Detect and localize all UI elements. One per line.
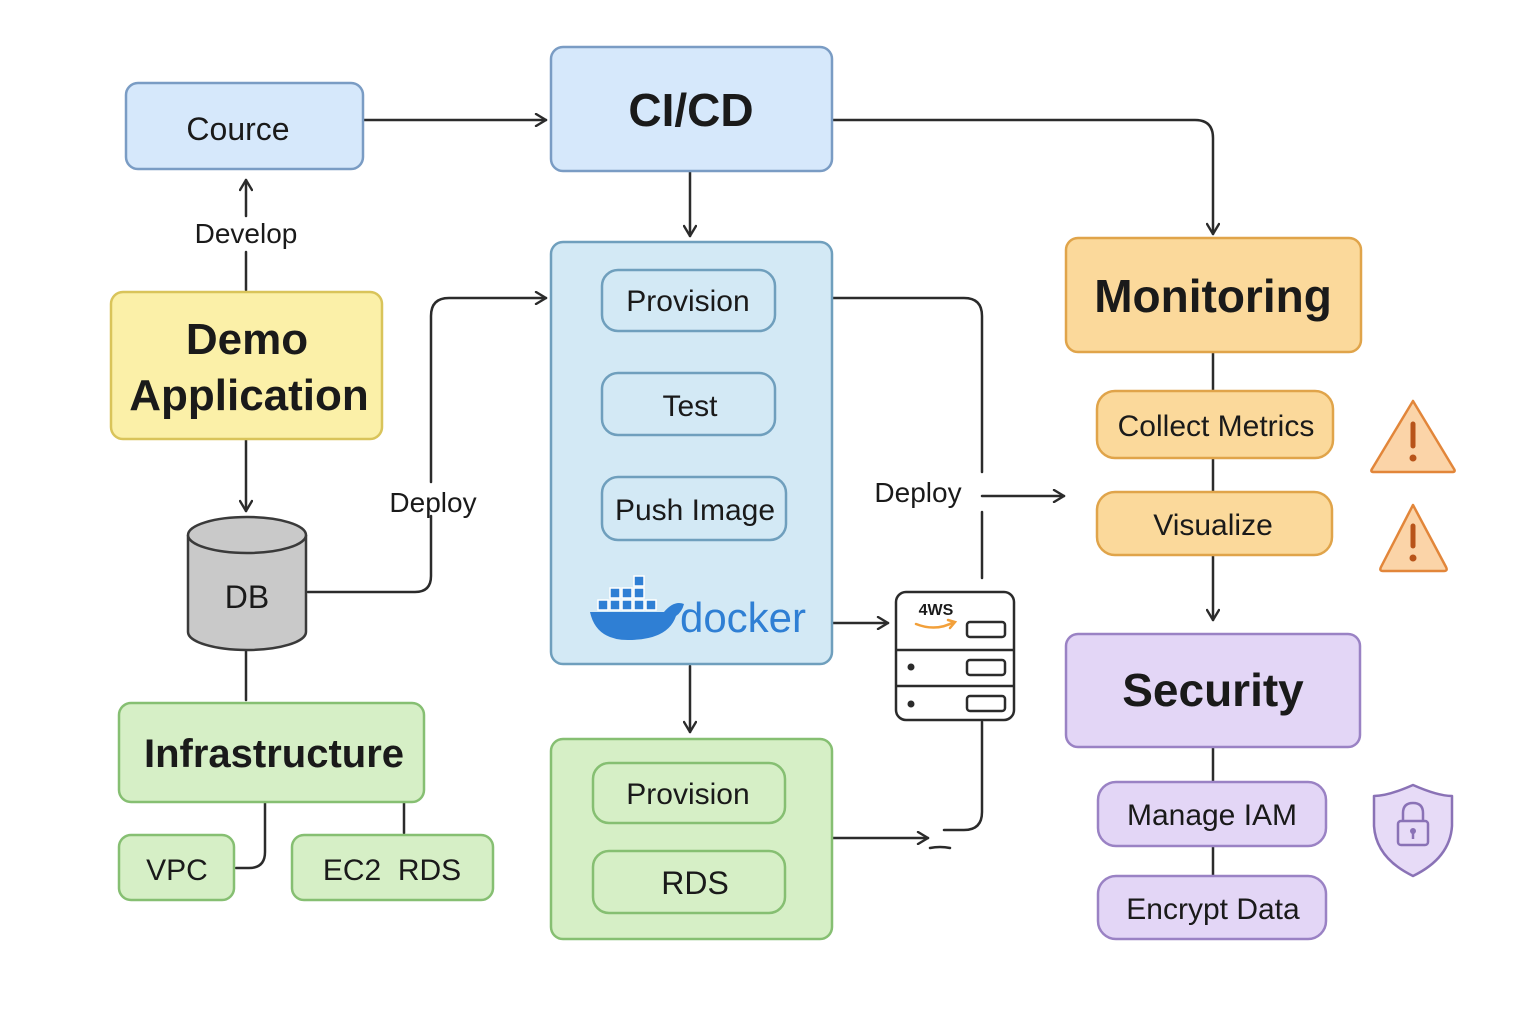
pipeline-group — [549, 240, 834, 666]
security-node[interactable]: Security — [1064, 632, 1362, 749]
visualize-node[interactable]: Visualize — [1095, 490, 1334, 557]
aws-server-icon[interactable]: 4WS — [894, 590, 1016, 722]
pipeline-push-image-step[interactable]: Push Image — [600, 475, 788, 542]
db-rds-label: RDS — [661, 865, 729, 901]
demo-application-label-line2: Application — [129, 371, 369, 420]
manage-iam-node[interactable]: Manage IAM — [1096, 780, 1328, 848]
db-label: DB — [225, 579, 269, 615]
cource-node[interactable]: Cource — [124, 81, 365, 171]
docker-whale-body — [590, 603, 684, 640]
db-provision-label: Provision — [626, 778, 749, 811]
vpc-node[interactable]: VPC — [117, 833, 236, 902]
cicd-node[interactable]: CI/CD — [549, 45, 834, 173]
infrastructure-label: Infrastructure — [144, 732, 404, 776]
cicd-label: CI/CD — [628, 84, 753, 136]
db-cylinder-body — [186, 535, 308, 652]
ec2-rds-label: EC2 RDS — [323, 854, 461, 887]
edge-cicd-to-monitoring — [831, 118, 1213, 236]
edge-rds-hop — [928, 845, 952, 850]
monitoring-label: Monitoring — [1094, 270, 1332, 322]
db-rds-step[interactable]: RDS — [591, 849, 787, 915]
ec2-rds-node[interactable]: EC2 RDS — [290, 833, 495, 902]
db-provision-step[interactable]: Provision — [591, 761, 787, 825]
deploy-right-edge-label: Deploy — [874, 477, 961, 508]
aws-label: 4WS — [919, 602, 954, 619]
collect-metrics-node[interactable]: Collect Metrics — [1095, 389, 1335, 460]
docker-containers — [597, 575, 657, 611]
visualize-label: Visualize — [1153, 509, 1273, 542]
collect-metrics-label: Collect Metrics — [1118, 410, 1315, 443]
docker-logo: docker — [590, 575, 806, 641]
warning-icon — [1379, 503, 1448, 573]
pipeline-provision-label: Provision — [626, 285, 749, 318]
develop-edge-label: Develop — [195, 218, 298, 249]
docker-whale-icon — [590, 575, 684, 640]
pipeline-push-image-label: Push Image — [615, 494, 775, 527]
edge-deploy-up — [429, 298, 548, 484]
vpc-label: VPC — [146, 854, 208, 887]
cource-label: Cource — [186, 111, 289, 147]
pipeline-test-step[interactable]: Test — [600, 371, 777, 437]
demo-application-label-line1: Demo — [186, 315, 308, 364]
edge-infra-to-vpc — [234, 801, 267, 870]
pipeline-provision-step[interactable]: Provision — [600, 268, 777, 333]
docker-wordmark: docker — [680, 594, 806, 641]
encrypt-data-label: Encrypt Data — [1126, 893, 1300, 926]
edge-pipeline-to-aws-right — [831, 296, 984, 474]
edge-db-to-pipeline — [306, 514, 433, 594]
manage-iam-label: Manage IAM — [1127, 799, 1297, 832]
infrastructure-node[interactable]: Infrastructure — [117, 701, 426, 804]
pipeline-test-label: Test — [662, 390, 718, 423]
edge-aws-to-rds-group — [942, 720, 984, 832]
db-cylinder-top — [186, 515, 308, 555]
deploy-left-edge-label: Deploy — [389, 487, 476, 518]
monitoring-node[interactable]: Monitoring — [1064, 236, 1363, 354]
shield-lock-icon — [1372, 783, 1454, 878]
encrypt-data-node[interactable]: Encrypt Data — [1096, 874, 1328, 941]
warning-icon — [1370, 399, 1456, 474]
db-node[interactable]: DB — [186, 515, 308, 652]
aws-smile — [914, 618, 958, 630]
security-label: Security — [1122, 664, 1304, 716]
demo-application-node[interactable]: Demo Application — [109, 290, 384, 441]
